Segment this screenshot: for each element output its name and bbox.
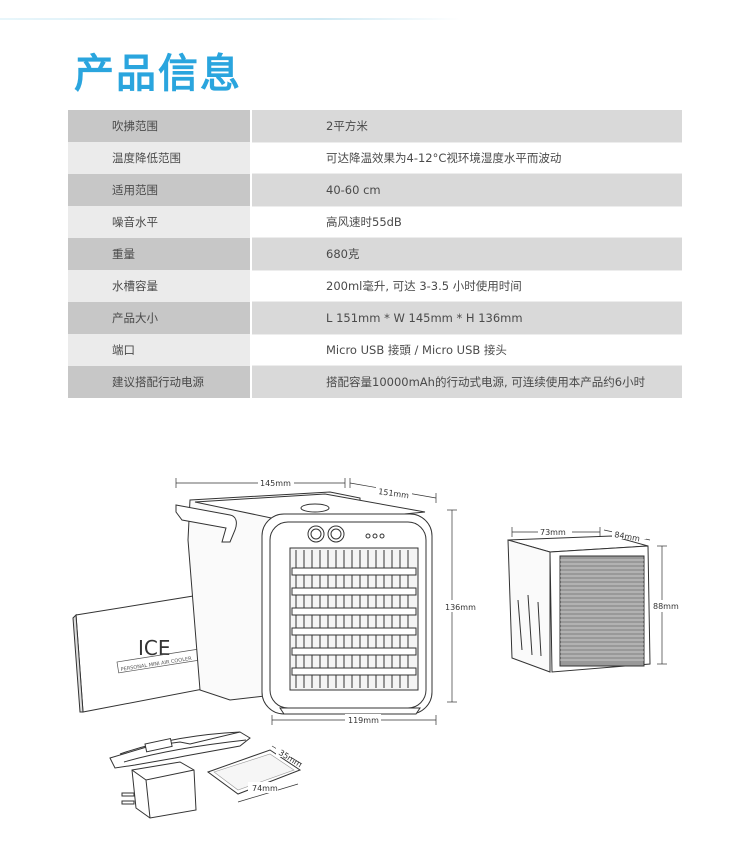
filter-depth-label: 84mm — [614, 530, 641, 543]
decorative-top-line — [0, 18, 460, 20]
product-diagram: ICE PERSONAL MINI AIR COOLER — [0, 450, 750, 838]
spec-value: 40-60 cm — [252, 174, 682, 206]
spec-label: 重量 — [68, 238, 250, 270]
spec-divider — [250, 366, 252, 398]
spec-divider — [250, 142, 252, 174]
spec-divider — [250, 334, 252, 366]
spec-divider — [250, 238, 252, 270]
spec-label: 噪音水平 — [68, 206, 250, 238]
usb-cable — [109, 731, 251, 769]
filter-cube — [507, 535, 651, 673]
cooler-body — [175, 491, 433, 715]
spec-value: 可达降温效果为4-12°C视环境湿度水平而波动 — [252, 142, 682, 174]
spec-label: 温度降低范围 — [68, 142, 250, 174]
absorbent-card — [206, 749, 302, 795]
spec-value: 680克 — [252, 238, 682, 270]
spec-value: 搭配容量10000mAh的行动式电源, 可连续使用本产品约6小时 — [252, 366, 682, 398]
spec-value: 200ml毫升, 可达 3-3.5 小时使用时间 — [252, 270, 682, 302]
spec-row: 温度降低范围可达降温效果为4-12°C视环境湿度水平而波动 — [68, 142, 682, 174]
spec-divider — [250, 302, 252, 334]
power-adapter — [121, 761, 197, 819]
dim-height-label: 136mm — [445, 603, 476, 612]
spec-divider — [250, 270, 252, 302]
spec-row: 建议搭配行动电源搭配容量10000mAh的行动式电源, 可连续使用本产品约6小时 — [68, 366, 682, 398]
spec-label: 水槽容量 — [68, 270, 250, 302]
spec-label: 建议搭配行动电源 — [68, 366, 250, 398]
spec-label: 产品大小 — [68, 302, 250, 334]
filter-height-label: 88mm — [653, 602, 679, 611]
spec-label: 适用范围 — [68, 174, 250, 206]
spec-value: 高风速时55dB — [252, 206, 682, 238]
spec-divider — [250, 174, 252, 206]
card-length-label: 74mm — [252, 784, 278, 793]
spec-value: Micro USB 接頭 / Micro USB 接头 — [252, 334, 682, 366]
dim-bottom-label: 119mm — [348, 716, 379, 725]
spec-row: 噪音水平高风速时55dB — [68, 206, 682, 238]
spec-divider — [250, 110, 252, 142]
dim-depth-label: 151mm — [378, 487, 410, 500]
spec-divider — [250, 206, 252, 238]
dim-width-label: 145mm — [260, 479, 291, 488]
spec-value: 2平方米 — [252, 110, 682, 142]
page-title: 产品信息 — [74, 51, 242, 97]
filter-width-label: 73mm — [540, 528, 566, 537]
spec-label: 端口 — [68, 334, 250, 366]
spec-label: 吹拂范围 — [68, 110, 250, 142]
spec-value: L 151mm * W 145mm * H 136mm — [252, 302, 682, 334]
